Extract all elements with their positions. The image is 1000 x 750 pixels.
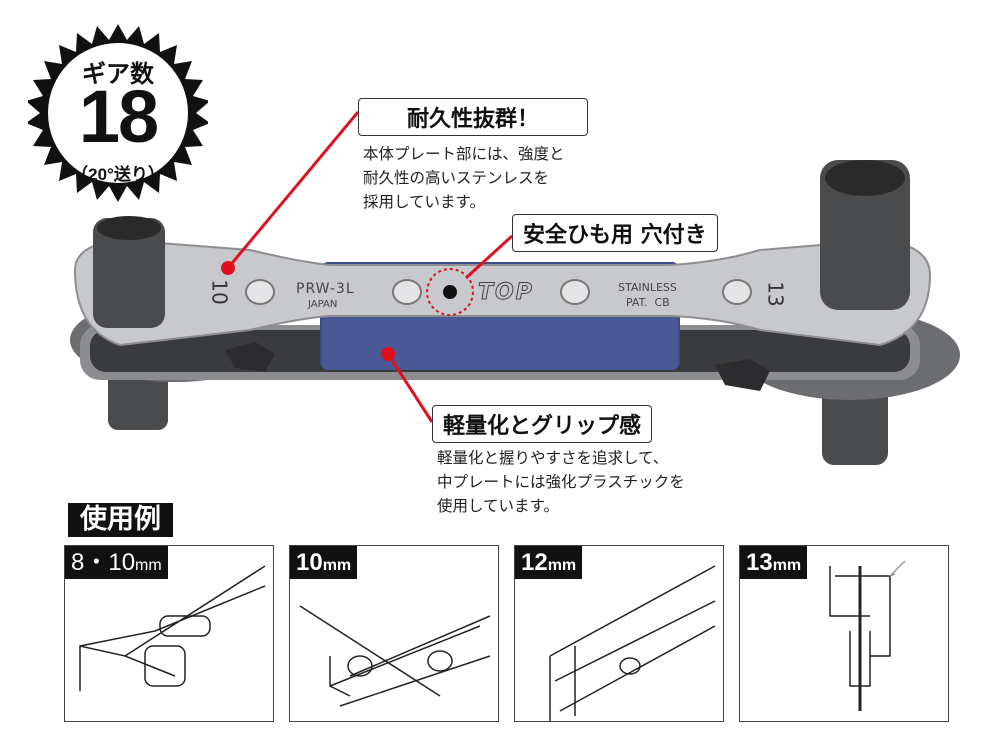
- left-size-label: 10: [207, 279, 232, 305]
- grip-description: 軽量化と握りやすさを追求して、 中プレートには強化プラスチックを 使用しています…: [437, 449, 685, 515]
- badge-number: 18: [78, 75, 159, 158]
- usage-illustration-icon: [299, 605, 491, 707]
- origin-label: JAPAN: [308, 299, 338, 310]
- gear-count-badge: ギア数 18 （20°送り）: [26, 22, 210, 202]
- durability-description: 本体プレート部には、強度と 耐久性の高いステンレスを 採用しています。: [363, 145, 565, 211]
- badge-subtitle: （20°送り）: [71, 165, 165, 184]
- usage-panel-13mm: 13mm: [739, 545, 949, 722]
- usage-illustration-icon: [549, 565, 716, 721]
- usage-illustration-icon: [829, 560, 906, 711]
- strap-hole-callout: 安全ひも用 穴付き: [512, 214, 718, 252]
- durability-callout: 耐久性抜群！: [358, 98, 588, 136]
- usage-illustration-icon: [79, 565, 266, 691]
- grip-callout: 軽量化とグリップ感: [432, 405, 653, 443]
- material-label: STAINLESS: [618, 281, 677, 294]
- badge-title: ギア数: [82, 61, 154, 88]
- model-label: PRW-3L: [296, 281, 355, 297]
- usage-title: 使用例: [68, 503, 173, 537]
- usage-panel-8-10mm: 8・10mm: [64, 545, 274, 722]
- panel-size: 10: [296, 549, 323, 576]
- starburst-icon: [26, 24, 210, 202]
- right-size-label: 13: [763, 281, 788, 307]
- panel-size: 8・10: [71, 549, 136, 576]
- usage-panel-10mm: 10mm: [289, 545, 499, 722]
- patent-label: PAT. CB: [626, 296, 670, 309]
- ratchet-wrench-image: [70, 111, 960, 465]
- brand-logo: TOP: [478, 280, 534, 306]
- panel-size: 13: [746, 549, 773, 576]
- panel-size: 12: [521, 549, 548, 576]
- usage-panel-12mm: 12mm: [514, 545, 724, 722]
